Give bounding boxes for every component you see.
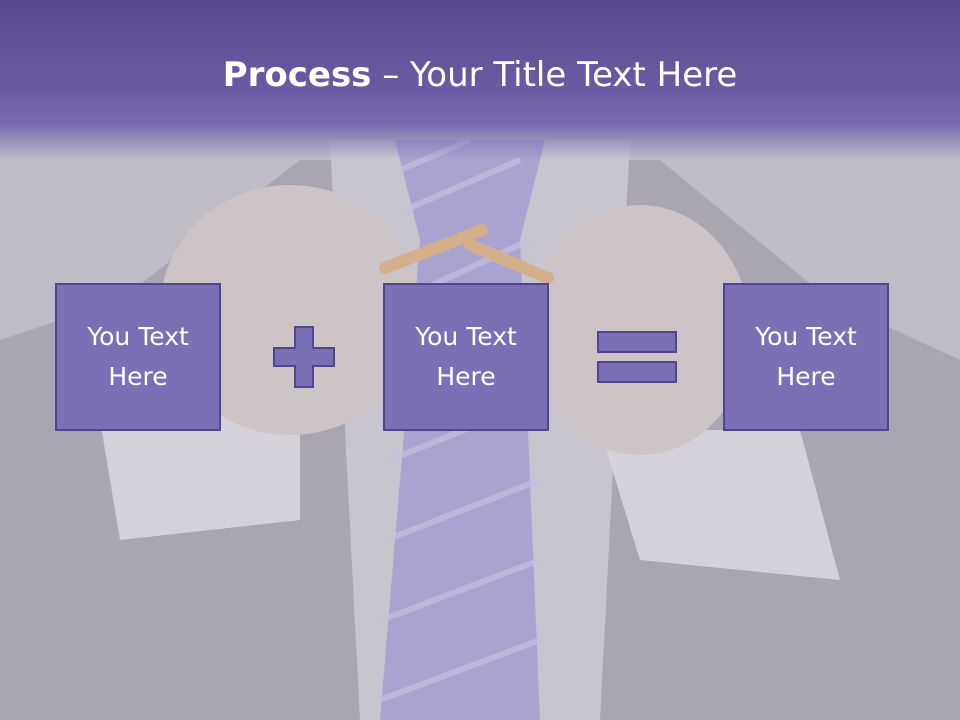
text-box-3-line2: Here bbox=[776, 362, 836, 391]
text-box-1-line2: Here bbox=[108, 362, 168, 391]
equals-icon bbox=[597, 331, 677, 383]
text-box-2[interactable]: You Text Here bbox=[383, 283, 549, 431]
title-rest: – Your Title Text Here bbox=[371, 55, 738, 95]
text-box-3[interactable]: You Text Here bbox=[723, 283, 889, 431]
text-box-1[interactable]: You Text Here bbox=[55, 283, 221, 431]
text-box-3-line1: You Text bbox=[755, 322, 857, 351]
text-box-2-line2: Here bbox=[436, 362, 496, 391]
text-box-1-line1: You Text bbox=[87, 322, 189, 351]
title-bold: Process bbox=[222, 55, 372, 95]
text-box-2-line1: You Text bbox=[415, 322, 517, 351]
slide-title: Process – Your Title Text Here bbox=[0, 52, 960, 98]
title-band bbox=[0, 0, 960, 160]
plus-icon bbox=[273, 326, 335, 388]
